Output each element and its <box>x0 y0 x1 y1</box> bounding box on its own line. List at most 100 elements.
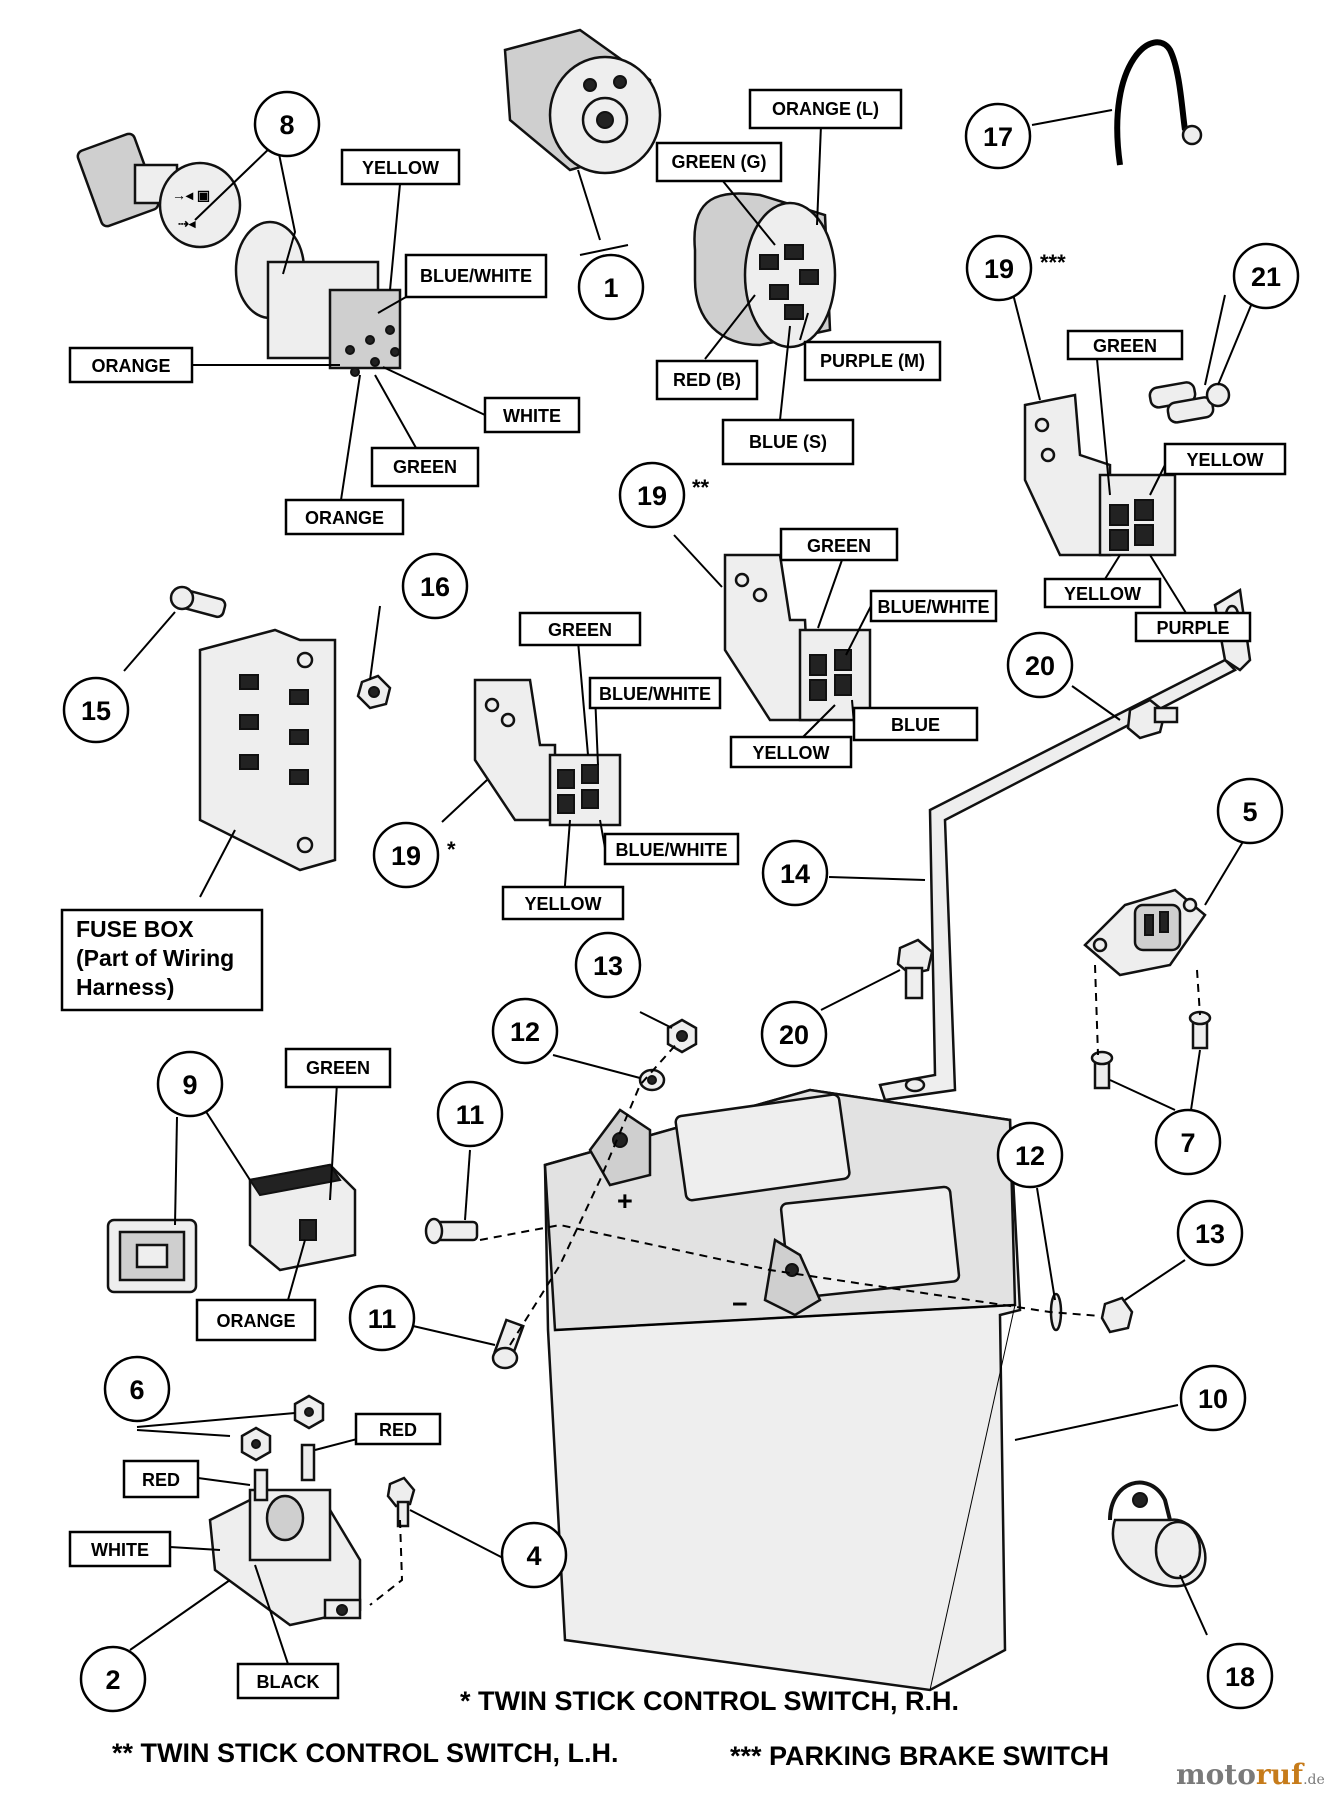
svg-text:9: 9 <box>182 1070 197 1100</box>
label-sw8-yellow: YELLOW <box>340 148 461 186</box>
note-rh-switch: * TWIN STICK CONTROL SWITCH, R.H. <box>460 1686 959 1716</box>
fuse-box-part <box>198 628 337 872</box>
label-sol-black: BLACK <box>236 1662 340 1700</box>
callout-10: 10 <box>1179 1364 1247 1432</box>
callout-18: 18 <box>1206 1642 1274 1710</box>
label-pb-green: GREEN <box>1066 329 1184 361</box>
svg-text:GREEN: GREEN <box>548 620 612 640</box>
battery-negative-symbol: − <box>732 1289 748 1319</box>
svg-text:WHITE: WHITE <box>91 1540 149 1560</box>
label-rh-blue-white-top: BLUE/WHITE <box>588 676 722 710</box>
rocker-switch-part-9 <box>106 1163 357 1294</box>
callout-1: 1 <box>577 253 645 321</box>
svg-text:Harness): Harness) <box>76 974 174 1000</box>
label-sol-red-right: RED <box>354 1412 442 1446</box>
screw-part-4 <box>386 1476 416 1528</box>
callout-12-upper: 12 <box>491 997 559 1065</box>
svg-text:BLUE (S): BLUE (S) <box>749 432 827 452</box>
svg-text:19: 19 <box>637 481 667 511</box>
svg-text:GREEN: GREEN <box>1093 336 1157 356</box>
label-pb-yellow-right: YELLOW <box>1163 442 1287 476</box>
svg-text:ORANGE (L): ORANGE (L) <box>772 99 879 119</box>
label-lh-blue-white: BLUE/WHITE <box>869 589 998 623</box>
label-key-purple-m: PURPLE (M) <box>803 340 942 382</box>
svg-text:YELLOW: YELLOW <box>525 894 602 914</box>
svg-text:12: 12 <box>510 1017 540 1047</box>
svg-text:ORANGE: ORANGE <box>91 356 170 376</box>
solenoid-part-2 <box>208 1443 362 1627</box>
callout-8: 8 <box>253 90 321 158</box>
svg-text:21: 21 <box>1251 262 1281 292</box>
svg-text:GREEN: GREEN <box>306 1058 370 1078</box>
svg-text:19: 19 <box>391 841 421 871</box>
wire-part-17 <box>1114 39 1203 166</box>
battery-part-10 <box>543 1088 1022 1692</box>
callout-6: 6 <box>103 1355 171 1423</box>
label-key-red-b: RED (B) <box>655 359 759 401</box>
fuse-box-label: FUSE BOX (Part of Wiring Harness) <box>60 908 264 1012</box>
svg-text:6: 6 <box>129 1375 144 1405</box>
callout-17: 17 <box>964 102 1032 170</box>
svg-text:GREEN (G): GREEN (G) <box>671 152 766 172</box>
bolt-part-20-lower <box>896 938 934 1000</box>
callout-19-parking-brake: 19 <box>965 234 1033 302</box>
svg-text:BLUE: BLUE <box>891 715 940 735</box>
callout-2: 2 <box>79 1645 147 1713</box>
callout-16: 16 <box>401 552 469 620</box>
callout-7: 7 <box>1154 1108 1222 1176</box>
svg-text:13: 13 <box>593 951 623 981</box>
label-rh-green: GREEN <box>518 611 642 647</box>
label-rh-blue-white-bottom: BLUE/WHITE <box>603 832 740 866</box>
bolt-part-11-lower <box>491 1318 525 1370</box>
callout-21: 21 <box>1232 242 1300 310</box>
callout-15: 15 <box>62 676 130 744</box>
svg-text:18: 18 <box>1225 1662 1255 1692</box>
label-sw8-orange-bottom: ORANGE <box>284 498 405 536</box>
svg-text:8: 8 <box>279 110 294 140</box>
svg-text:10: 10 <box>1198 1384 1228 1414</box>
bolt-part-20-upper <box>1126 698 1179 740</box>
callout-20-lower: 20 <box>760 1000 828 1068</box>
svg-text:17: 17 <box>983 122 1013 152</box>
label-sw8-green: GREEN <box>370 446 480 488</box>
svg-text:YELLOW: YELLOW <box>362 158 439 178</box>
label-sol-red-left: RED <box>122 1459 200 1499</box>
svg-text:WHITE: WHITE <box>503 406 561 426</box>
svg-text:YELLOW: YELLOW <box>1187 450 1264 470</box>
nut-part-13-right <box>1100 1296 1134 1334</box>
svg-text:5: 5 <box>1242 797 1257 827</box>
svg-text:GREEN: GREEN <box>807 536 871 556</box>
lh-control-switch-part-19 <box>723 553 872 722</box>
svg-text:BLUE/WHITE: BLUE/WHITE <box>616 840 728 860</box>
callout-11-lower: 11 <box>348 1284 416 1352</box>
svg-text:BLUE/WHITE: BLUE/WHITE <box>599 684 711 704</box>
label-rh-yellow: YELLOW <box>501 885 625 921</box>
svg-text:RED: RED <box>142 1470 180 1490</box>
svg-text:BLUE/WHITE: BLUE/WHITE <box>420 266 532 286</box>
svg-text:FUSE BOX: FUSE BOX <box>76 916 194 942</box>
svg-text:YELLOW: YELLOW <box>753 743 830 763</box>
callout-20-upper: 20 <box>1006 631 1074 699</box>
watermark-logo: motoruf.de <box>1176 1758 1325 1791</box>
nuts-part-6 <box>240 1394 325 1462</box>
callout-9: 9 <box>156 1050 224 1118</box>
svg-text:BLACK: BLACK <box>257 1672 320 1692</box>
nut-part-13-upper <box>666 1018 698 1054</box>
nut-part-16 <box>356 674 392 710</box>
label-sol-white: WHITE <box>68 1530 172 1568</box>
callout-5: 5 <box>1216 777 1284 845</box>
assembly-dashed-lines <box>369 964 1201 1606</box>
label-sw8-blue-white: BLUE/WHITE <box>404 253 548 299</box>
svg-text:(Part of Wiring: (Part of Wiring <box>76 945 234 971</box>
svg-text:→◂ ▣: →◂ ▣ <box>172 187 210 203</box>
label-key-green-g: GREEN (G) <box>655 141 783 183</box>
clamp-part-18 <box>1108 1480 1207 1588</box>
callout-12-right: 12 <box>996 1121 1064 1189</box>
callout-13-right: 13 <box>1176 1199 1244 1267</box>
svg-text:ORANGE: ORANGE <box>305 508 384 528</box>
svg-text:14: 14 <box>780 859 810 889</box>
svg-text:12: 12 <box>1015 1141 1045 1171</box>
pto-switch-part-8: →◂ ▣ ⇢◂ <box>76 132 402 377</box>
note-parking-brake-switch: *** PARKING BRAKE SWITCH <box>730 1741 1109 1771</box>
svg-text:19: 19 <box>984 254 1014 284</box>
